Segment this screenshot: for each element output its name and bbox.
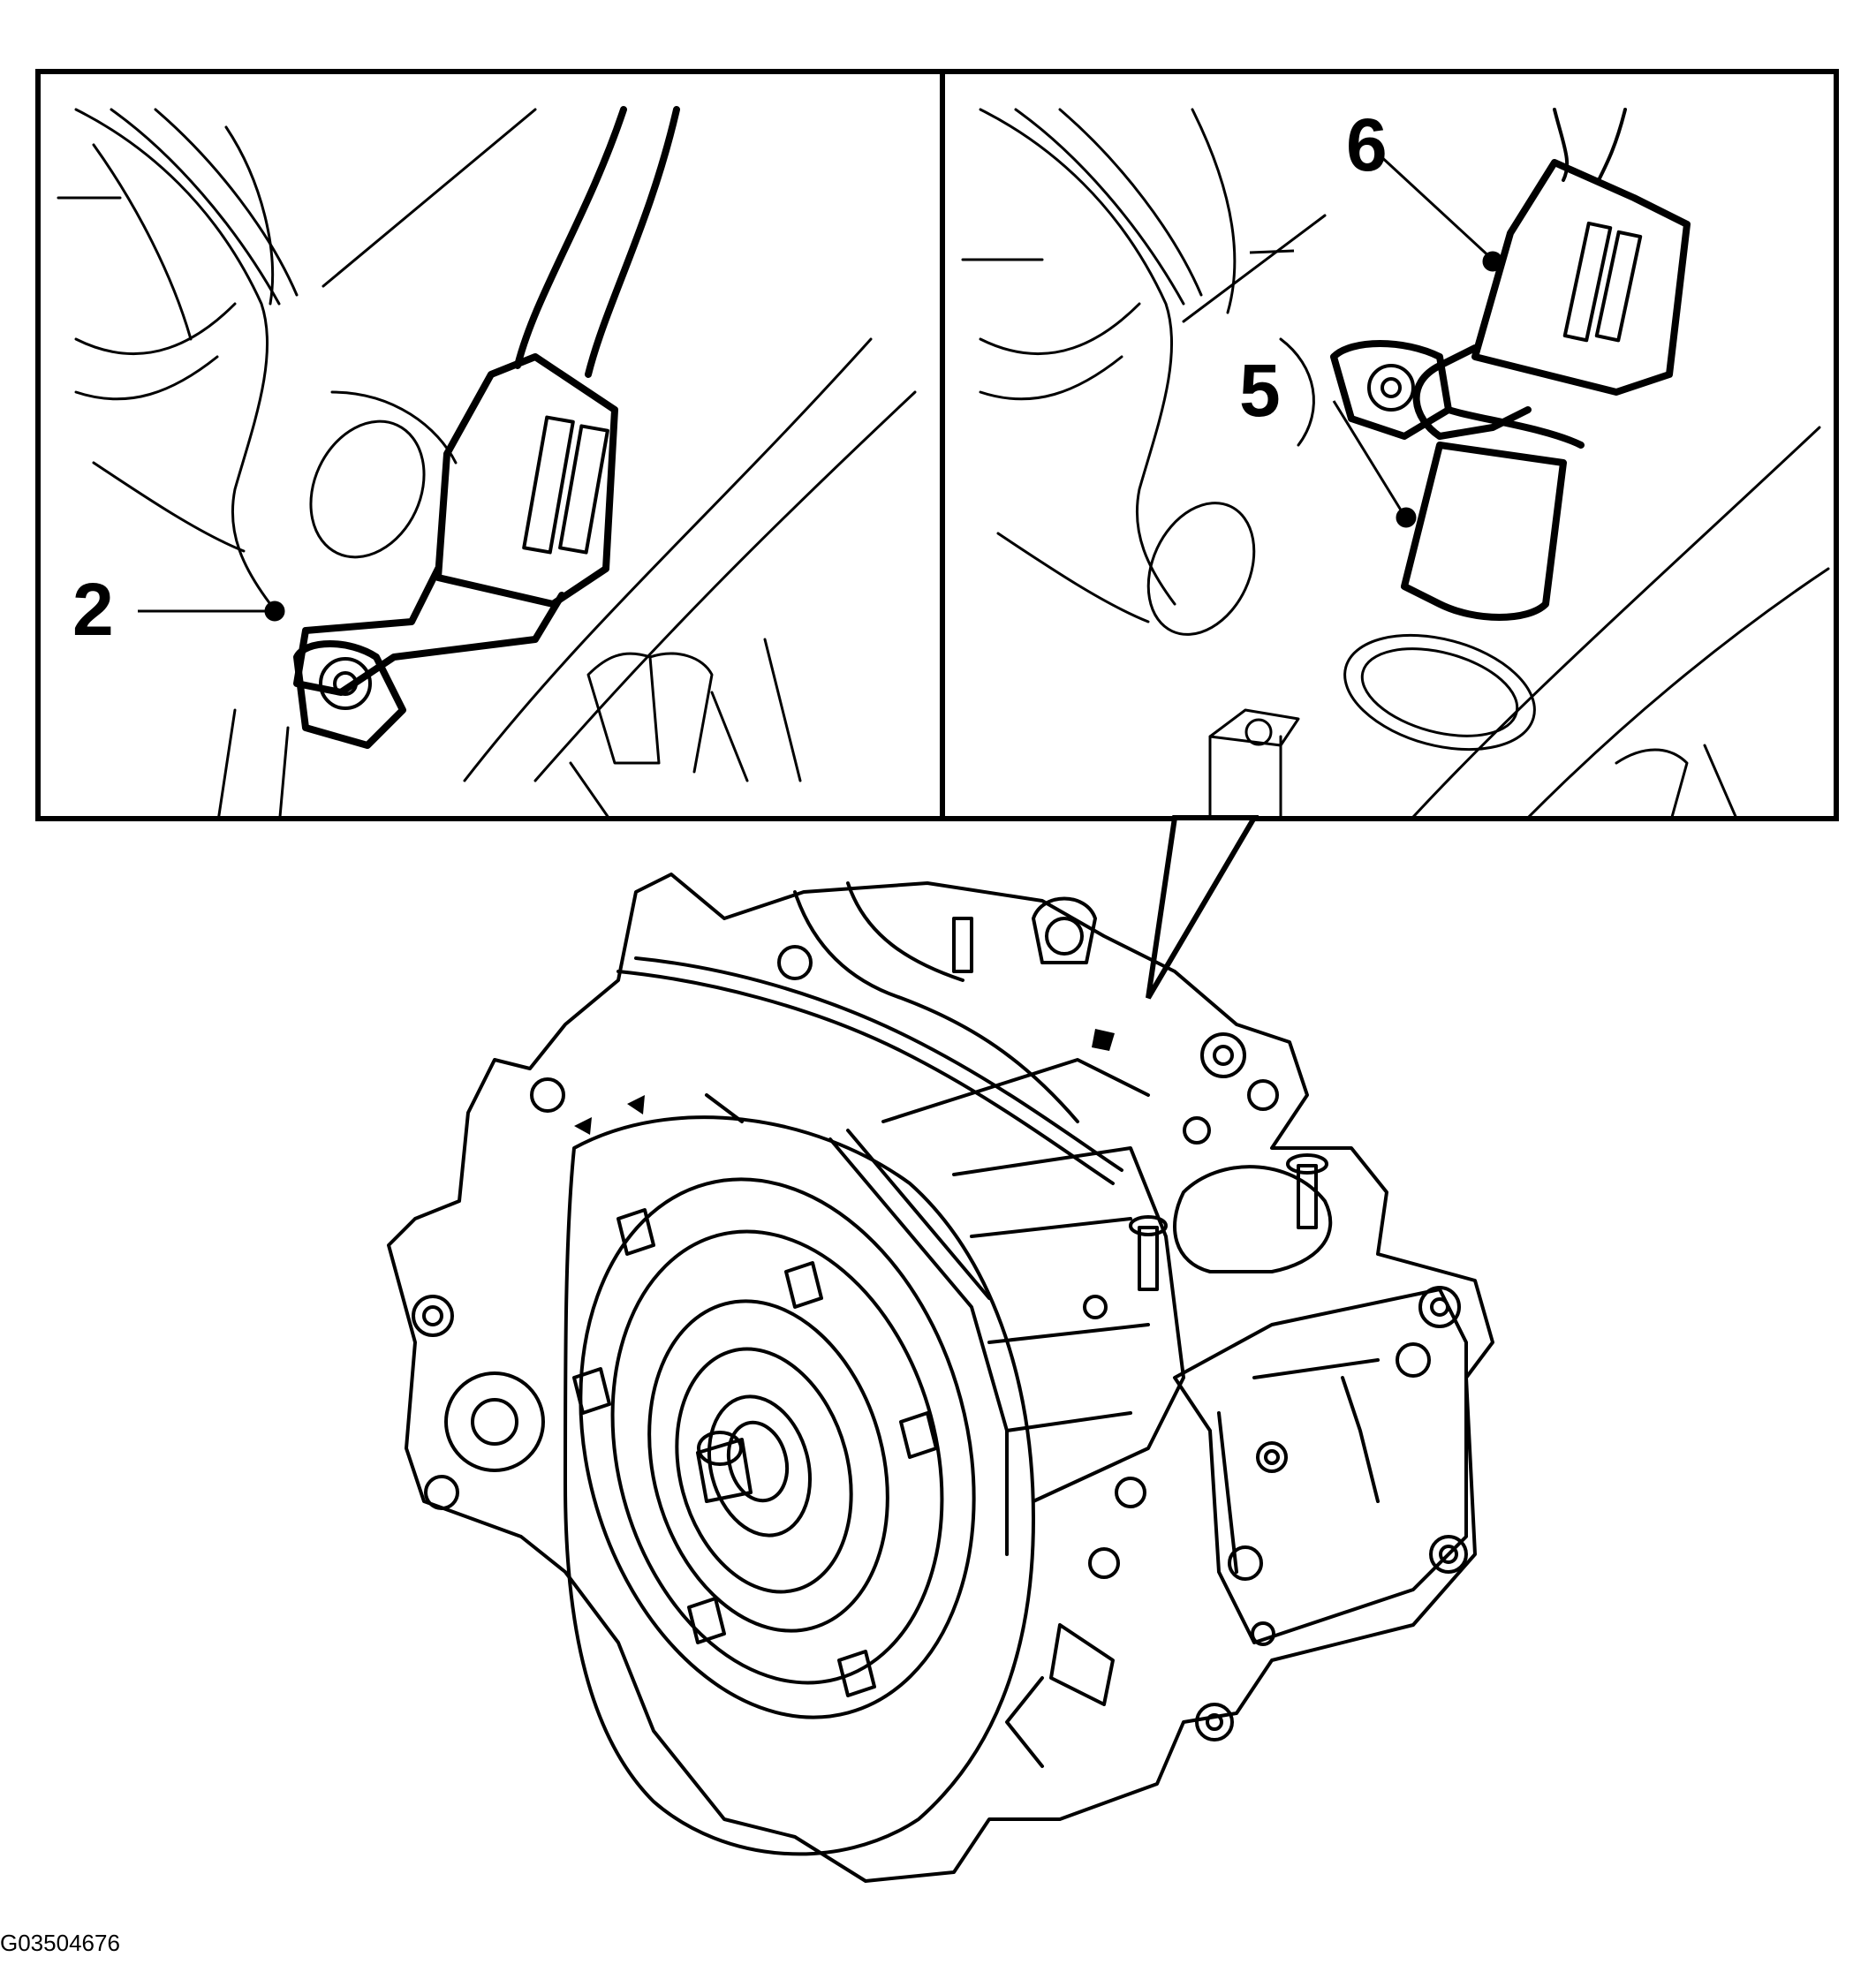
torque-converter <box>579 1177 976 1719</box>
flange-marker <box>574 1117 592 1135</box>
sensor-body <box>1401 442 1567 621</box>
callout-6: 6 <box>1346 103 1388 186</box>
bell-housing-flange <box>564 1115 1035 1856</box>
housing-outline <box>74 108 272 606</box>
sensor-right <box>1330 159 1691 621</box>
pointer-wedge <box>1146 815 1259 1000</box>
left-panel-drawing <box>57 106 917 816</box>
sensor-location-marker <box>1092 1029 1115 1051</box>
leader-dot-5 <box>1396 507 1417 528</box>
right-panel-drawing <box>961 108 1830 816</box>
leader-dot-2 <box>264 601 285 622</box>
detail-panel-left <box>35 69 945 821</box>
sensor-connector <box>1471 159 1691 396</box>
wiring-harness <box>617 970 1115 1185</box>
sensor-connector <box>435 353 618 608</box>
sensor-left <box>293 106 680 749</box>
tick-mark <box>1249 249 1295 254</box>
leader-dot-6 <box>1482 251 1503 272</box>
leader-line-5 <box>1332 400 1406 517</box>
figure-id: G03504676 <box>0 1930 120 1956</box>
converter-shaft <box>696 1438 753 1503</box>
sensor-cable <box>514 106 627 369</box>
callout-5: 5 <box>1239 349 1281 432</box>
detail-panel-right <box>940 69 1839 821</box>
sensor-flange <box>293 640 406 749</box>
bore-hole <box>1146 502 1256 636</box>
seal-ring <box>1343 633 1536 752</box>
end-cover <box>1173 1288 1468 1644</box>
transaxle-housing <box>387 873 1494 1883</box>
callout-2: 2 <box>72 568 114 651</box>
leader-line-6 <box>1376 152 1494 261</box>
stud <box>1297 1164 1318 1229</box>
bore-hole <box>309 419 426 559</box>
